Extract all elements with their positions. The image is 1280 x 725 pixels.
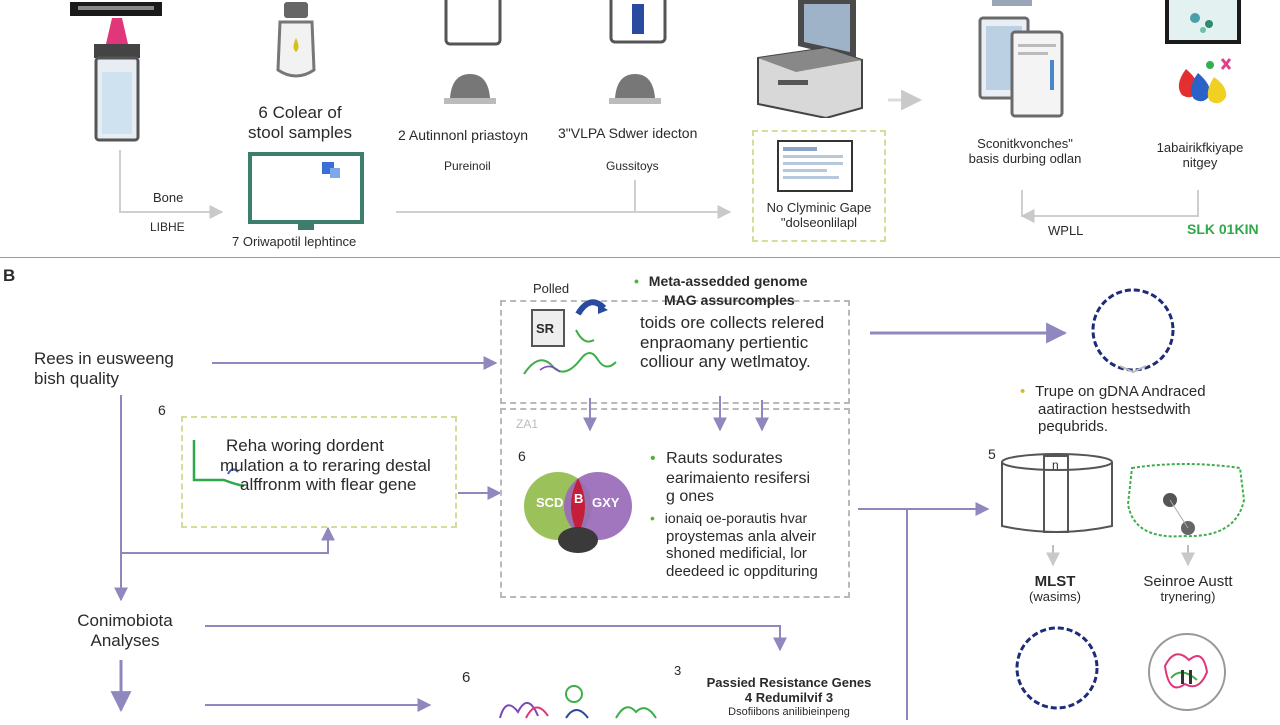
monitor-icon (248, 152, 364, 232)
slk-label: SLK 01KIN (1187, 221, 1259, 237)
step-number-6a: 6 (158, 402, 166, 418)
step-number-6c: 6 (462, 669, 471, 686)
meta-subtitle: MAG assurcomples (664, 292, 795, 308)
venn-right-label: GXY (592, 495, 620, 510)
rauts-text: Rauts sodurates (650, 450, 783, 468)
result-box-label: No Clyminic Gape"dolseonlilapl (766, 200, 872, 230)
mutation-box (181, 416, 457, 528)
tablet-icon (443, 0, 503, 50)
tablet-blue-icon (608, 0, 668, 50)
report-thumbnail (777, 140, 853, 192)
cylinder-label: n (1052, 458, 1059, 472)
tablet-pair-icon (978, 0, 1070, 122)
step-number-3: 3 (674, 663, 682, 678)
venn-mid-label: B (574, 491, 584, 506)
sequencer-icon (440, 68, 500, 108)
mutation-text: Reha woring dordent mulation a to rerari… (220, 436, 431, 495)
graph-icon (188, 436, 258, 496)
network-map-icon (1124, 460, 1248, 542)
passed-genes-label: Passied Resistance Genes 4 Redumilvif 3 … (706, 675, 872, 718)
meta-title: Meta-assedded genome (634, 273, 808, 289)
polled-label: Polled (531, 281, 572, 297)
trupe-text: Trupe on gDNA Andraced (1020, 383, 1205, 400)
gene-cluster-icon (496, 672, 686, 720)
vial-icon (272, 0, 322, 85)
sample-tube-icon (70, 0, 170, 150)
cylinder-icon (1000, 452, 1114, 536)
genome-map-icon (1145, 626, 1229, 720)
venn-left-label: SCD (536, 495, 564, 510)
colored-drops-icon (1170, 55, 1240, 107)
libhe-label: LIBHE (150, 220, 185, 234)
ionaiq-text: ionaiq oe-porautis hvar (650, 510, 807, 526)
monitor-caption: 7 Oriwapotil lephtince (232, 234, 357, 249)
bone-label: Bone (153, 190, 184, 205)
resistance-box (500, 408, 850, 598)
plasmid-circle-icon (1086, 288, 1180, 374)
sr-label: SR (536, 321, 555, 336)
step-number-6b: 6 (518, 448, 526, 464)
step5-label: Sconitkvonches"basis durbing odlan (968, 136, 1082, 166)
panel-divider (0, 257, 1280, 258)
sequencer-icon-2 (605, 68, 665, 108)
microbe-sample-icon (520, 290, 630, 382)
step3-sublabel: Gussitoys (606, 159, 659, 173)
mlst-label: MLST(wasims) (1029, 573, 1081, 605)
result-box (752, 130, 886, 242)
meta-genome-box (500, 300, 850, 404)
wpll-label: WPLL (1048, 223, 1084, 238)
step2-label: 2 Autinnonl priastoyn (398, 127, 528, 143)
venn-diagram (522, 464, 634, 554)
plasmid-circle-icon-2 (1014, 622, 1100, 720)
panel-b-label: B (3, 266, 16, 285)
framed-picture-icon (1165, 0, 1243, 46)
lab-instrument-icon (756, 0, 868, 120)
box-tag: ZA1 (516, 417, 539, 431)
step2-sublabel: Pureinoil (444, 159, 491, 173)
step-number-5: 5 (988, 446, 996, 462)
step3-label: 3"VLPA Sdwer idecton (558, 125, 698, 141)
